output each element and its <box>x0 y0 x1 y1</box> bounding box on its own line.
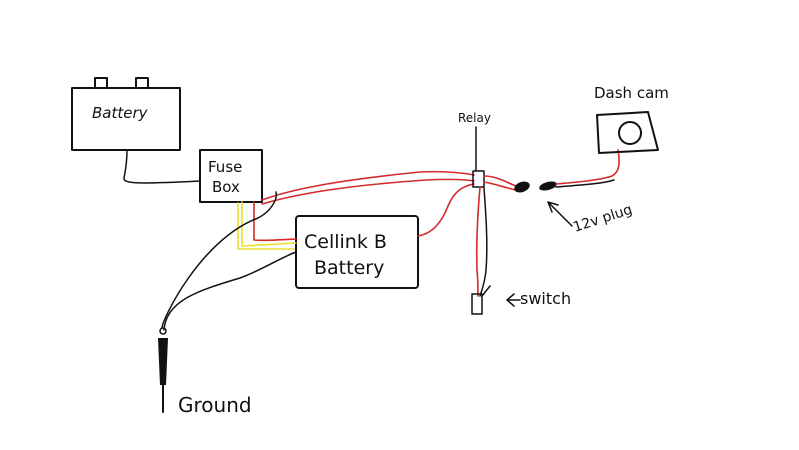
plug-connector-right <box>539 181 557 191</box>
cellink-to-relay-red-wire <box>417 183 475 237</box>
relay-body <box>472 170 485 188</box>
fusebox-to-relay-red-wire-1 <box>261 170 475 201</box>
cellink-to-ground-wire <box>163 251 297 331</box>
relay-label: Relay <box>458 111 491 125</box>
dash-cam-body <box>596 111 659 154</box>
cellink-battery: Cellink B Battery <box>295 215 419 289</box>
fuse-box-label-line2: Box <box>212 178 240 196</box>
toggle-switch-lever <box>481 285 491 297</box>
dash-cam: Dash cam <box>594 84 669 154</box>
plug-connector-left <box>514 181 530 193</box>
plug-label: 12v plug <box>571 202 634 236</box>
ground-label: Ground <box>178 393 252 417</box>
yellow-signal-wire-1 <box>241 201 297 247</box>
cellink-label-line1: Cellink B <box>304 231 387 253</box>
dash-cam-lens-icon <box>618 121 642 145</box>
ground-post: Ground <box>158 327 252 417</box>
plug-to-dashcam-black-wire <box>555 179 615 188</box>
toggle-switch-body <box>471 293 483 315</box>
plug-to-dashcam-red-wire <box>555 149 620 185</box>
relay-to-plug-red-wire-1 <box>483 175 517 187</box>
fusebox-to-relay-red-wire-2 <box>261 178 475 205</box>
relay-to-plug-red-wire-2 <box>483 181 517 191</box>
car-battery: Battery <box>71 77 181 151</box>
car-battery-body <box>71 87 181 151</box>
fuse-box-label-line1: Fuse <box>208 158 242 176</box>
battery-terminal-right <box>135 77 149 89</box>
plug-label-arrow-icon <box>547 201 573 227</box>
fuse-box-body <box>199 149 263 203</box>
relay-to-switch-red-wire <box>475 186 481 297</box>
fusebox-to-cellink-red-wire <box>253 201 297 242</box>
ground-ring-terminal <box>159 327 167 335</box>
battery-terminal-left <box>94 77 108 89</box>
switch-label-arrow-icon <box>506 293 521 307</box>
switch-label: switch <box>520 289 571 308</box>
fuse-box: Fuse Box <box>199 149 263 203</box>
dash-cam-label: Dash cam <box>594 84 669 102</box>
toggle-switch: switch <box>471 285 571 315</box>
yellow-signal-wire-2 <box>237 202 295 250</box>
battery-label: Battery <box>92 104 149 122</box>
cellink-label-line2: Battery <box>314 257 384 279</box>
ground-bolt <box>158 338 168 385</box>
battery-to-fusebox-wire <box>123 149 201 184</box>
fusebox-to-ground-wire <box>161 191 278 329</box>
relay-to-switch-black-wire <box>479 187 488 297</box>
relay: Relay <box>458 111 491 188</box>
plug-connector <box>514 181 557 193</box>
